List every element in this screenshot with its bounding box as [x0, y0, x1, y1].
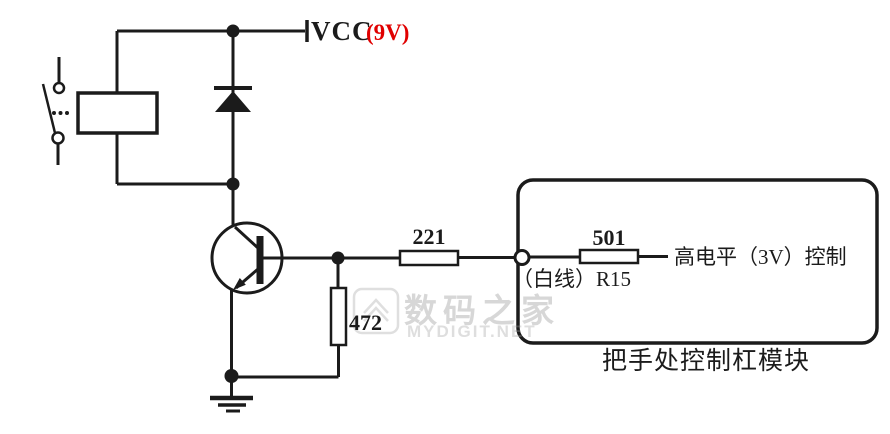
resistor-472-symbol	[329, 286, 348, 347]
pulldown-branch	[231, 262, 348, 379]
input-terminal-node	[513, 249, 531, 266]
switch-contact-symbol	[41, 57, 69, 165]
voltage-label: (9V)	[366, 20, 410, 45]
vcc-label: VCC	[311, 16, 373, 46]
resistor-501-symbol	[578, 248, 640, 265]
relay-coil-symbol	[76, 31, 233, 186]
resistor-472-label: 472	[349, 310, 382, 335]
resistor-221-label: 221	[412, 224, 446, 249]
diode-triangle	[215, 91, 251, 112]
resistor-221-symbol	[398, 249, 460, 267]
wire-note-label: （白线）R15	[512, 267, 632, 291]
vcc-rail	[117, 20, 309, 42]
switch-link-dots	[52, 111, 69, 115]
emitter-arrow	[233, 278, 246, 290]
npn-transistor-symbol	[210, 184, 284, 376]
flyback-diode-symbol	[214, 31, 252, 184]
base-network	[262, 248, 668, 267]
control-signal-label: 高电平（3V）控制	[674, 245, 847, 269]
junction-dots	[224, 24, 345, 383]
module-caption-label: 把手处控制杠模块	[602, 348, 811, 375]
resistor-501-label: 501	[592, 225, 626, 250]
